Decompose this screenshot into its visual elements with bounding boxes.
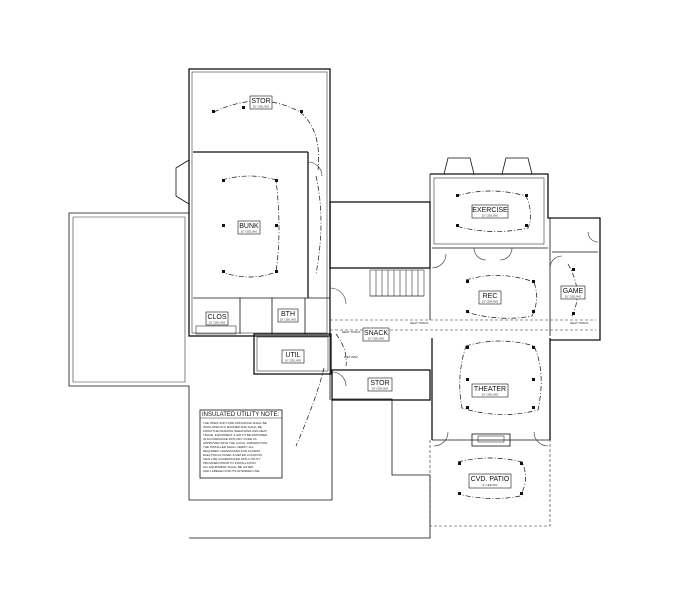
svg-text:ALL EQUIPMENT SHALL BE LISTED: ALL EQUIPMENT SHALL BE LISTED [203, 465, 254, 469]
right-wing-walls [330, 157, 601, 527]
svg-text:CVD. PATIO: CVD. PATIO [471, 476, 510, 483]
svg-text:THEATER: THEATER [474, 386, 506, 393]
svg-text:HEAT TRACK: HEAT TRACK [342, 330, 361, 334]
svg-text:GAME: GAME [563, 288, 584, 295]
svg-text:BTH: BTH [281, 311, 295, 318]
room-label-cvd-patio: CVD. PATIO 9' CEILING [468, 473, 512, 489]
svg-text:HEAT TRACK: HEAT TRACK [410, 321, 429, 325]
room-label-snack: SNACK 10' CEILING [362, 327, 390, 342]
svg-text:REC: REC [483, 293, 498, 300]
svg-text:WET BAR: WET BAR [344, 355, 358, 359]
svg-text:10' CEILING: 10' CEILING [209, 321, 226, 325]
svg-text:10' CEILING: 10' CEILING [285, 359, 302, 363]
central-walls [329, 201, 431, 401]
room-label-rec: REC 10' CEILING [478, 290, 502, 305]
room-label-game: GAME 10' CEILING [560, 285, 586, 300]
svg-text:IN ACCORDANCE WITH IRC CODE AS: IN ACCORDANCE WITH IRC CODE AS [203, 437, 257, 441]
svg-text:INSULATED UTILITY NOTE:: INSULATED UTILITY NOTE: [202, 412, 279, 418]
svg-text:10' CEILING: 10' CEILING [368, 337, 385, 341]
svg-text:APPROVED WITH THE LOCAL JURISD: APPROVED WITH THE LOCAL JURISDICTION [203, 441, 267, 445]
svg-text:10' CEILING: 10' CEILING [482, 393, 499, 397]
svg-text:THE OPEN SOFT AND APPLIANCE SH: THE OPEN SOFT AND APPLIANCE SHALL BE [203, 421, 267, 425]
svg-text:9' CEILING: 9' CEILING [482, 483, 498, 487]
circuit-wiring [213, 100, 578, 499]
foundation-outline [68, 212, 431, 539]
light-fixtures [212, 106, 575, 495]
room-label-theater: THEATER 10' CEILING [471, 383, 509, 398]
insulated-utility-note: INSULATED UTILITY NOTE: THE OPEN SOFT AN… [199, 409, 283, 479]
svg-text:CLOS: CLOS [207, 314, 226, 321]
svg-text:10' CEILING: 10' CEILING [372, 387, 389, 391]
svg-text:10' CEILING: 10' CEILING [565, 295, 582, 299]
svg-text:STOR: STOR [370, 380, 389, 387]
svg-text:10' CEILING: 10' CEILING [482, 300, 499, 304]
svg-text:UTIL: UTIL [285, 352, 300, 359]
svg-text:SNACK: SNACK [364, 330, 388, 337]
utility-block-walls [195, 298, 332, 375]
svg-text:PROVIDER PRIOR TO INSTALLATION: PROVIDER PRIOR TO INSTALLATION [203, 461, 256, 465]
room-label-stor-lower: STOR 10' CEILING [367, 377, 393, 392]
svg-text:EXERCISE: EXERCISE [472, 207, 508, 214]
svg-text:SHALL BE COORDINATED WITH UTIL: SHALL BE COORDINATED WITH UTILITY [203, 457, 261, 461]
svg-text:HEAT TRACK: HEAT TRACK [570, 321, 589, 325]
svg-text:TRACE. EQUIPMENT & AIR TO BE P: TRACE. EQUIPMENT & AIR TO BE PROVIDED [203, 433, 268, 437]
room-label-closet: CLOS 10' CEILING [205, 311, 229, 326]
svg-text:10' CEILING: 10' CEILING [482, 214, 499, 218]
door-swings [307, 161, 599, 447]
room-label-bunk: BUNK 10' CEILING [237, 220, 261, 235]
room-label-bath: BTH 10' CEILING [277, 308, 299, 323]
room-label-exercise: EXERCISE 10' CEILING [471, 204, 509, 219]
svg-text:10' CEILING: 10' CEILING [280, 318, 297, 322]
svg-text:THE INSTALLER SHALL VERIFY ALL: THE INSTALLER SHALL VERIFY ALL [203, 445, 254, 449]
heat-track-labels: HEAT TRACK HEAT TRACK HEAT TRACK WET BAR [342, 321, 589, 359]
svg-text:10' CEILING: 10' CEILING [253, 105, 270, 109]
svg-text:STOR: STOR [251, 98, 270, 105]
svg-text:ELECTRICAL PANEL & METER LOCAT: ELECTRICAL PANEL & METER LOCATION [203, 453, 262, 457]
svg-text:10' CEILING: 10' CEILING [241, 230, 258, 234]
svg-text:REQUIRED CLEARANCES AND ACCESS: REQUIRED CLEARANCES AND ACCESS [203, 449, 260, 453]
svg-text:AND LABELED FOR ITS INTENDED U: AND LABELED FOR ITS INTENDED USE [203, 469, 260, 473]
svg-text:INSULATED IN A MANNER AND SHAL: INSULATED IN A MANNER AND SHALL BE [203, 425, 262, 429]
svg-text:FROM THE FRAMING SHEATHING AND: FROM THE FRAMING SHEATHING AND HEAT [203, 429, 267, 433]
room-label-utility: UTIL 10' CEILING [281, 349, 305, 364]
room-label-stor-upper: STOR 10' CEILING [249, 95, 273, 110]
svg-text:BUNK: BUNK [239, 223, 259, 230]
